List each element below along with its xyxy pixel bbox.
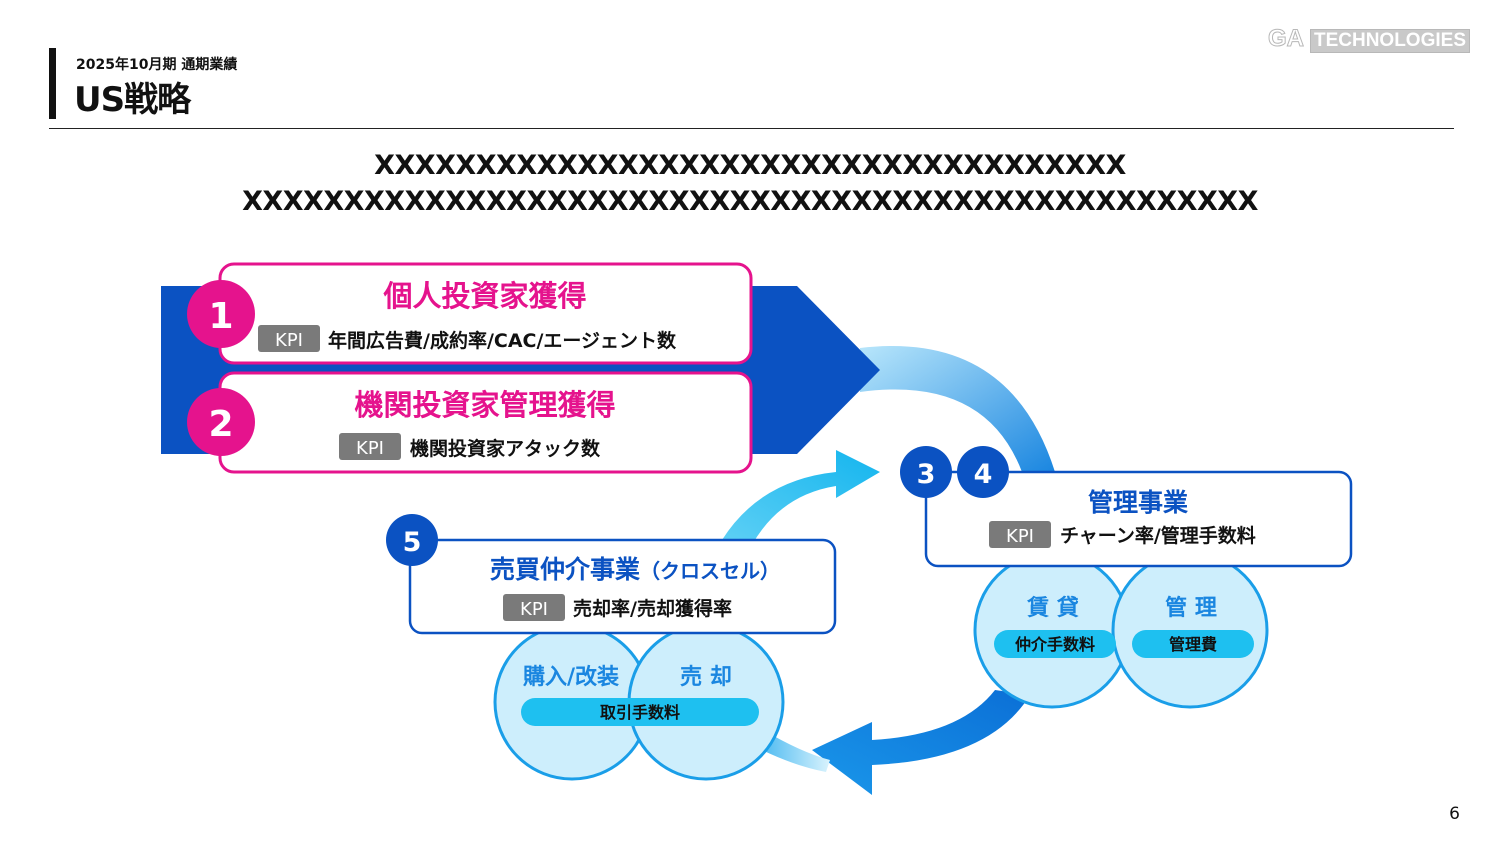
step4-kpi-tag [989, 521, 1051, 548]
step5-kpi-label: KPI [520, 599, 548, 620]
step1-title: 個人投資家獲得 [382, 279, 586, 313]
rent-pill [994, 630, 1116, 658]
step5-badge [386, 514, 438, 566]
headline-line-2: XXXXXXXXXXXXXXXXXXXXXXXXXXXXXXXXXXXXXXXX… [242, 186, 1258, 217]
manage-label: 管 理 [1165, 595, 1217, 621]
manage-pill-text: 管理費 [1169, 635, 1217, 654]
step3-badge [900, 446, 952, 498]
step5-kpi-tag [503, 594, 565, 621]
logo-ga: GA [1267, 25, 1304, 53]
step1-kpi-text: 年間広告費/成約率/CAC/エージェント数 [328, 329, 677, 352]
shared-pill-text: 取引手数料 [600, 703, 680, 722]
step2-kpi-tag [339, 433, 401, 460]
step1-kpi-label: KPI [275, 330, 303, 351]
header-divider [49, 128, 1454, 129]
step4-kpi-label: KPI [1006, 526, 1034, 547]
step4-number: 4 [974, 459, 993, 490]
step1-badge [187, 280, 255, 348]
sell-label: 売 却 [680, 664, 732, 690]
logo-technologies: TECHNOLOGIES [1309, 29, 1470, 53]
step5-title: 売買仲介事業（クロスセル） [490, 555, 780, 584]
step1-kpi-tag [258, 325, 320, 352]
step4-title: 管理事業 [1088, 488, 1188, 517]
step1-number: 1 [208, 296, 233, 337]
step4-badge [957, 446, 1009, 498]
step5-title-suffix: （クロスセル） [640, 559, 780, 583]
rent-pill-text: 仲介手数料 [1015, 635, 1095, 654]
step4-kpi-text: チャーン率/管理手数料 [1060, 524, 1256, 547]
manage-pill [1132, 630, 1254, 658]
page-title: US戦略 [74, 80, 191, 120]
step2-kpi-label: KPI [356, 438, 384, 459]
rent-label: 賃 貸 [1026, 595, 1079, 621]
title-accent-bar [49, 48, 56, 119]
headline-line-1: XXXXXXXXXXXXXXXXXXXXXXXXXXXXXXXXXXXXX [374, 150, 1126, 181]
step5-title-main: 売買仲介事業 [490, 555, 640, 584]
step2-badge [187, 388, 255, 456]
flow-arc-left [722, 450, 880, 545]
flow-arc-bottom [812, 690, 1030, 795]
step5-kpi-text: 売却率/売却獲得率 [573, 597, 732, 620]
step5-number: 5 [403, 527, 422, 558]
buy-label: 購入/改装 [523, 664, 619, 690]
step3-number: 3 [917, 459, 936, 490]
step2-kpi-text: 機関投資家アタック数 [410, 437, 601, 460]
page-number: 6 [1449, 804, 1460, 824]
step2-title: 機関投資家管理獲得 [354, 388, 615, 422]
shared-pill [521, 698, 759, 726]
page-subtitle: 2025年10月期 通期業績 [76, 57, 238, 73]
step2-number: 2 [208, 404, 233, 445]
flow-arc-top [860, 345, 1055, 472]
